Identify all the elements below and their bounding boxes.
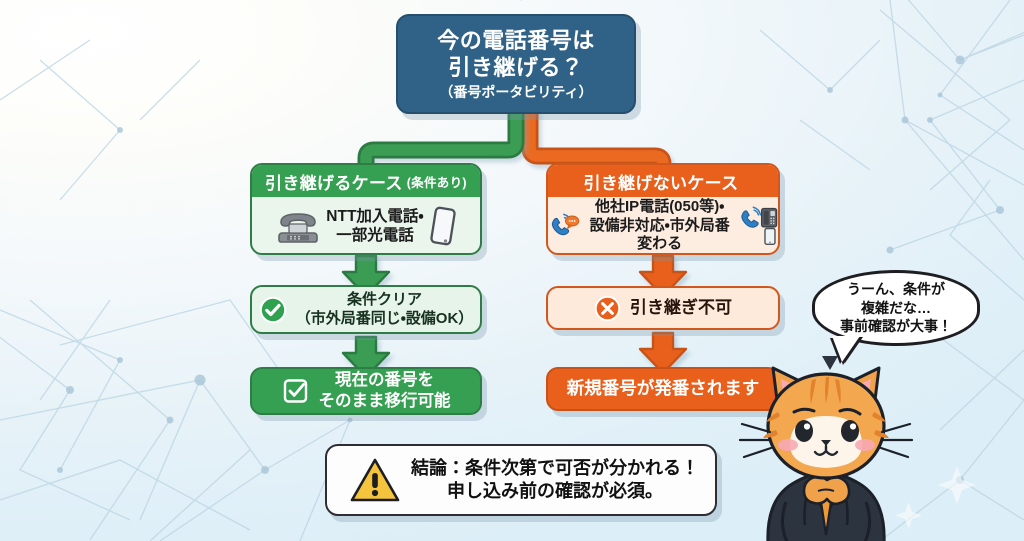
left-final-box: 現在の番号を そのまま移行可能 <box>250 367 482 415</box>
speech-line-3: 事前確認が大事！ <box>840 318 952 335</box>
left-case-header: 引き継げるケース (条件あり) <box>252 165 480 197</box>
phone-waves-icon <box>741 206 761 228</box>
right-case-header-label: 引き継げないケース <box>583 173 739 193</box>
root-question-box: 今の電話番号は 引き継げる？ （番号ポータビリティ） <box>396 14 636 114</box>
right-case-body: 他社IP電話(050等)・ 設備非対応・市外局番変わる <box>548 197 778 253</box>
conclusion-text: 結論：条件次第で可否が分かれる！ 申し込み前の確認が必須。 <box>411 457 699 504</box>
speech-line-2: 複雑だな… <box>861 299 931 316</box>
left-final-line1: 現在の番号を <box>335 371 434 390</box>
conclusion-box: 結論：条件次第で可否が分かれる！ 申し込み前の確認が必須。 <box>325 444 717 516</box>
right-case-text-line2: 設備非対応・市外局番変わる <box>589 216 730 253</box>
right-result-text: 引き継ぎ不可 <box>630 297 732 318</box>
speech-bubble-icon <box>564 215 580 229</box>
left-final-line2: そのまま移行可能 <box>318 392 451 410</box>
left-case-text: NTT加入電話・ 一部光電話 <box>326 207 423 246</box>
right-final-text: 新規番号が発番されます <box>567 378 760 400</box>
left-case-text-line1: NTT加入電話・ <box>326 207 424 225</box>
right-case-icon-cluster <box>741 206 778 246</box>
conclusion-line1: 結論：条件次第で可否が分かれる！ <box>411 457 699 478</box>
root-line-2: 引き継げる？ <box>448 54 584 80</box>
right-final-line1: 新規番号が発番されます <box>566 378 760 399</box>
speech-line-1: うーん、条件が <box>847 281 945 298</box>
checkbox-icon <box>283 379 307 403</box>
desk-telephone-icon <box>278 213 319 243</box>
left-final-text: 現在の番号を そのまま移行可能 <box>319 370 451 411</box>
smartphone-icon <box>430 206 456 246</box>
left-case-body: NTT加入電話・ 一部光電話 <box>252 197 480 253</box>
right-result-box: 引き継ぎ不可 <box>546 286 780 330</box>
right-case-box: 引き継げないケース 他社IP電話(050等)・ 設備非対応・市外局番変わる <box>546 163 780 255</box>
conclusion-line2: 申し込み前の確認が必須。 <box>447 481 663 501</box>
root-line-1: 今の電話番号は <box>437 27 595 53</box>
desk-phone-icon <box>760 207 778 228</box>
left-case-header-sub: (条件あり) <box>406 175 467 190</box>
left-result-box: 条件クリア （市外局番同じ・設備OK） <box>250 285 482 334</box>
cat-mascot <box>738 356 914 541</box>
phone-waves-icon <box>551 213 580 236</box>
left-result-line1: 条件クリア <box>346 290 422 308</box>
root-line-3: （番号ポータビリティ） <box>439 84 593 101</box>
left-case-text-line2: 一部光電話 <box>336 227 414 244</box>
x-circle-icon <box>594 295 621 321</box>
speech-bubble-text: うーん、条件が 複雑だな… 事前確認が大事！ <box>840 280 952 336</box>
right-case-text: 他社IP電話(050等)・ 設備非対応・市外局番変わる <box>583 197 737 253</box>
check-circle-icon <box>259 296 286 323</box>
left-result-text: 条件クリア （市外局番同じ・設備OK） <box>296 291 474 329</box>
left-result-line2: （市外局番同じ・設備OK） <box>295 309 474 327</box>
warning-triangle-icon <box>350 458 400 502</box>
left-case-box: 引き継げるケース (条件あり) NTT加入電話・ 一部光電話 <box>250 163 482 255</box>
right-case-text-line1: 他社IP電話(050等)・ <box>595 197 725 215</box>
right-case-header: 引き継げないケース <box>548 165 778 197</box>
speech-bubble: うーん、条件が 複雑だな… 事前確認が大事！ <box>812 270 980 346</box>
left-case-header-label: 引き継げるケース <box>265 173 403 193</box>
right-final-box: 新規番号が発番されます <box>546 367 780 411</box>
smartphone-icon <box>763 227 776 246</box>
right-result-line1: 引き継ぎ不可 <box>630 298 732 318</box>
